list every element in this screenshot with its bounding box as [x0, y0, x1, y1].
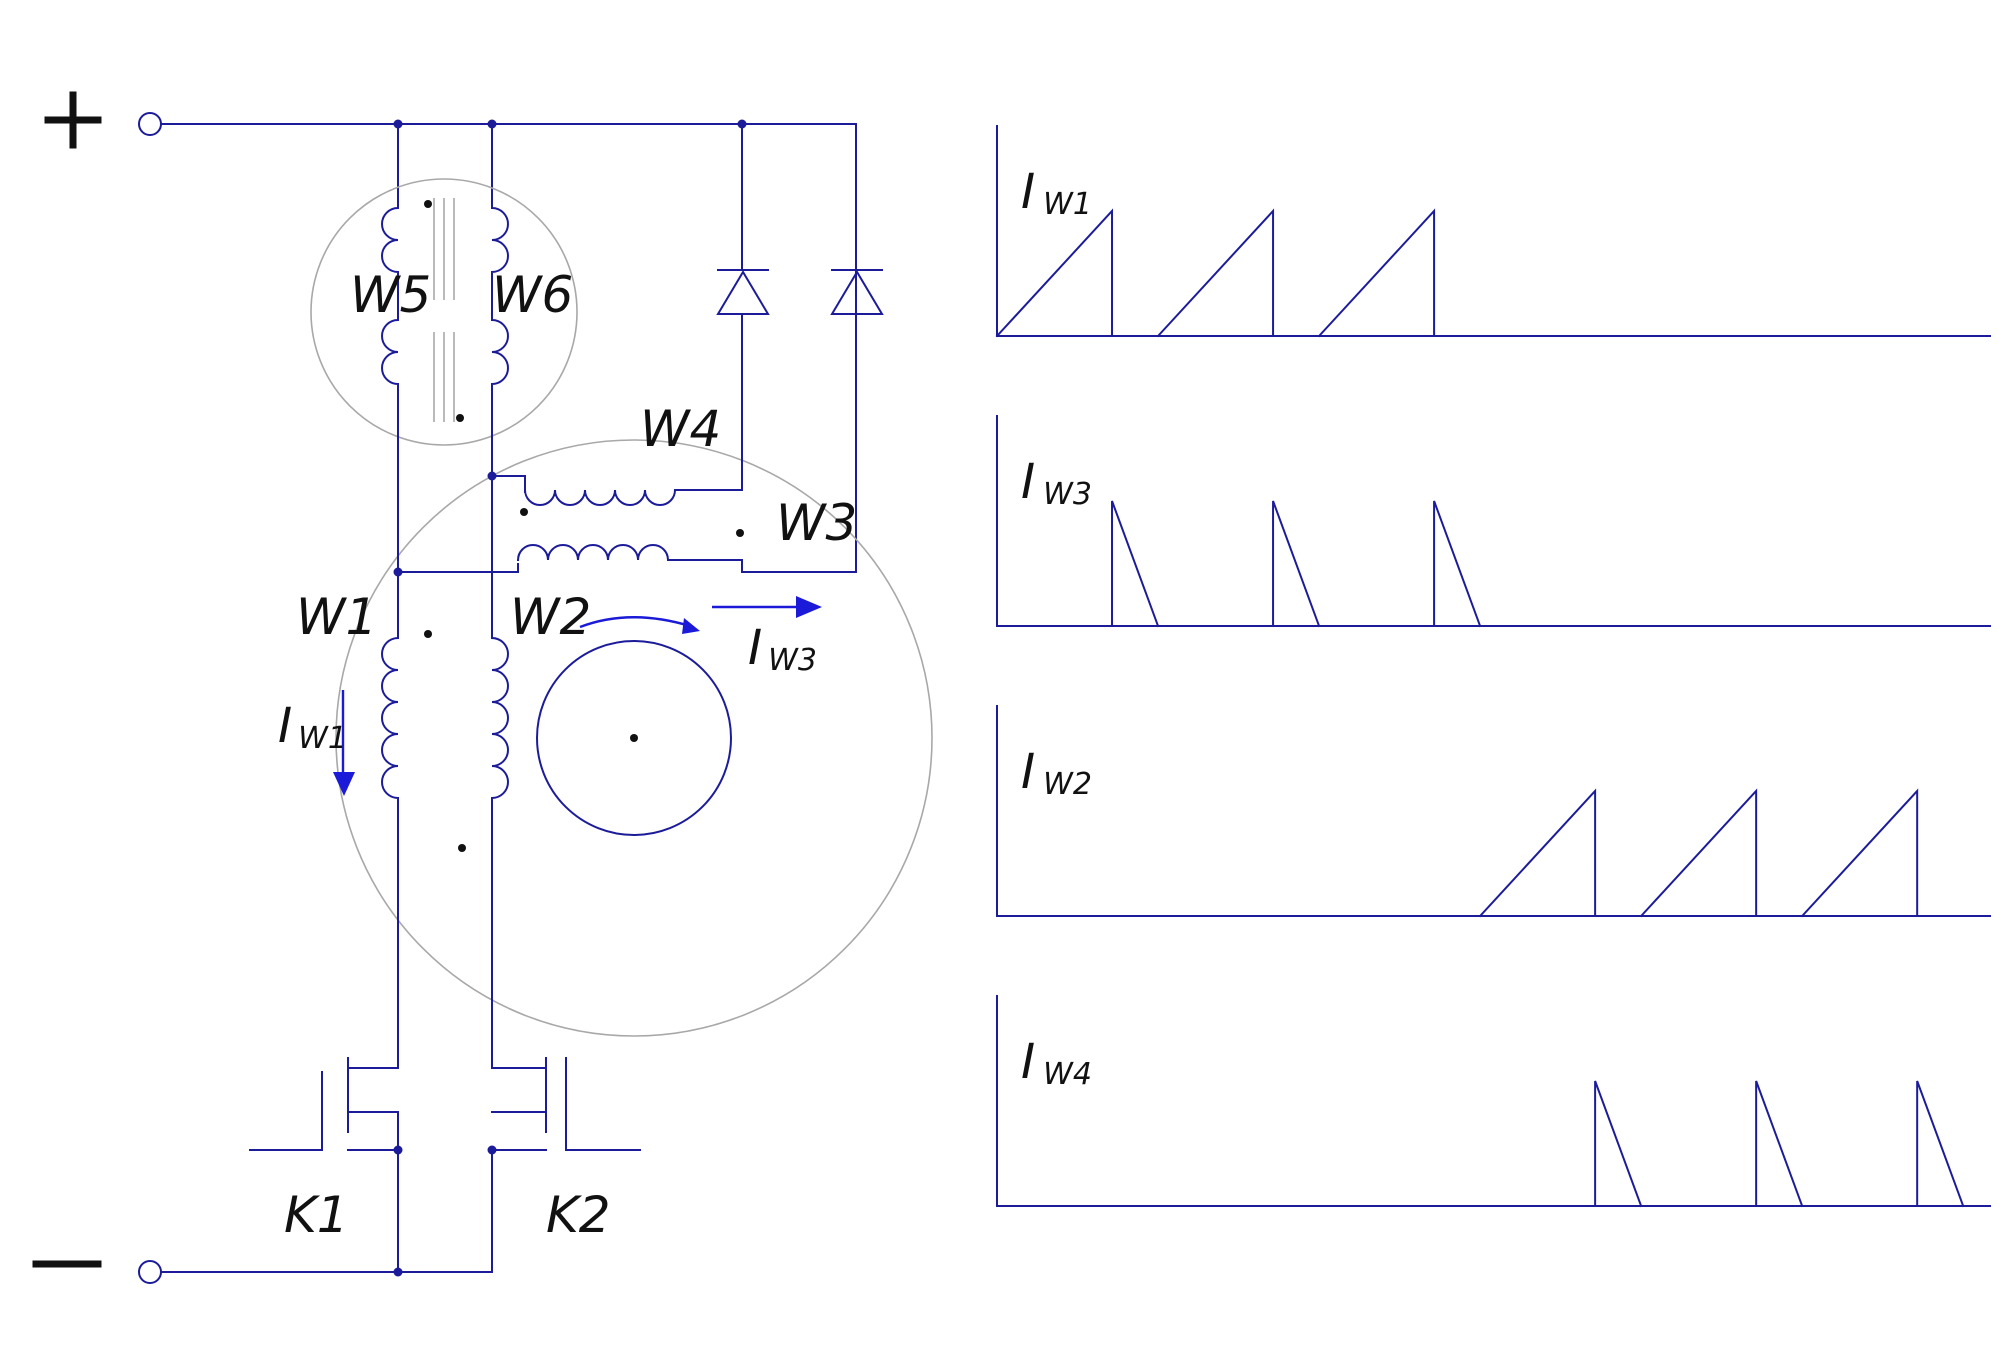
w4-coil [523, 488, 743, 506]
diode-2 [830, 269, 884, 315]
k2-switch [491, 1049, 641, 1151]
motor-stator [335, 439, 933, 1037]
chart-pulse [1594, 1080, 1643, 1208]
w6-label: W6 [492, 266, 573, 324]
diode-1 [716, 269, 770, 491]
chart-pulse [1111, 500, 1160, 628]
svg-text:IW1: IW1 [278, 698, 347, 756]
chart-pulse [1800, 788, 1919, 918]
transformer-enclosure [310, 178, 578, 446]
i-w3-sub: W3 [768, 643, 817, 678]
chart-pulse [1639, 788, 1758, 918]
plus-terminal [138, 112, 162, 136]
w3-coil [516, 544, 743, 573]
w5-coil [381, 199, 400, 451]
rotor-shaft [630, 734, 638, 742]
i-w1-arrowhead [333, 772, 355, 796]
transformer-core [433, 198, 455, 422]
rotation-arrowhead [682, 618, 700, 634]
w6-coil [490, 199, 509, 479]
w3-label: W3 [776, 494, 857, 552]
motor-rotor [536, 640, 732, 836]
w2-coil [490, 636, 509, 1051]
i-w1-main: I [278, 698, 292, 754]
chart-pulse [995, 208, 1114, 338]
w4-label: W4 [640, 400, 721, 458]
svg-text:IW3: IW3 [748, 620, 817, 678]
w1-polarity-dot [424, 630, 432, 638]
chart-pulse [1317, 208, 1436, 338]
junction-nodes [393, 119, 747, 1277]
i-w3-main: I [748, 620, 762, 676]
chart-pulse [1916, 1080, 1965, 1208]
w3-polarity-dot [736, 529, 744, 537]
w2-label: W2 [510, 588, 591, 646]
w4-polarity-dot [520, 508, 528, 516]
minus-terminal [138, 1260, 162, 1284]
w5-label: W5 [350, 266, 431, 324]
plus-sign [44, 91, 102, 149]
chart-pulse [1755, 1080, 1804, 1208]
rotation-arrow [579, 616, 691, 629]
k1-label: K1 [284, 1186, 349, 1244]
i-w3-arrowhead [796, 596, 822, 618]
w6-polarity-dot [456, 414, 464, 422]
k1-switch [249, 1049, 399, 1273]
i-w1-sub: W1 [298, 721, 347, 756]
chart-pulse [1433, 500, 1482, 628]
chart-pulse [1478, 788, 1597, 918]
negative-rail [160, 1149, 493, 1273]
positive-rail [160, 123, 857, 573]
k2-label: K2 [546, 1186, 611, 1244]
w2-polarity-dot [458, 844, 466, 852]
chart-pulse [1156, 208, 1275, 338]
w1-label: W1 [296, 588, 377, 646]
w1-coil [381, 636, 400, 1051]
chart-pulse [1272, 500, 1321, 628]
w5-polarity-dot [424, 200, 432, 208]
